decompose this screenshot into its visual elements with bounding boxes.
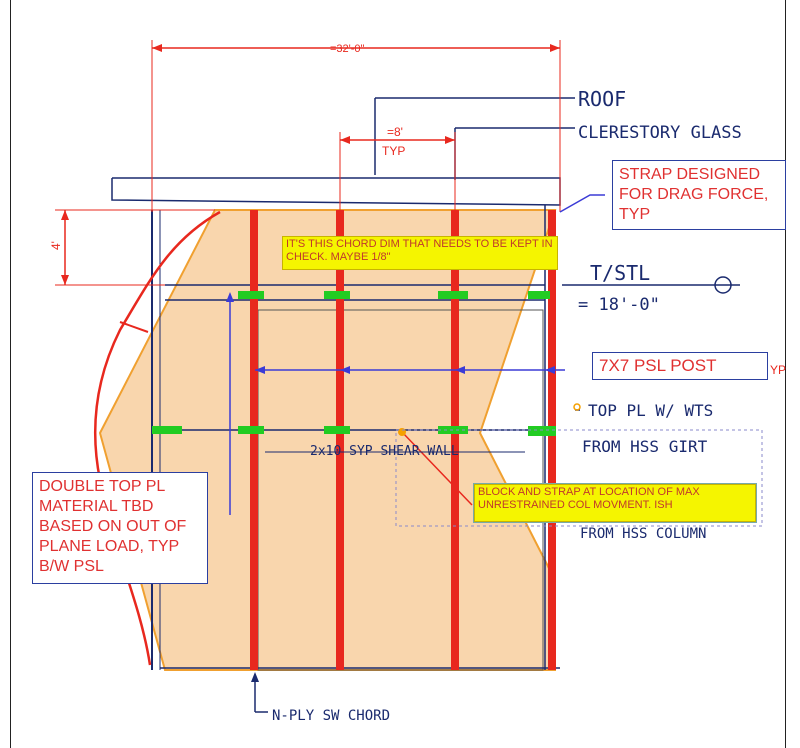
label-from-hss-column: FROM HSS COLUMN — [580, 526, 706, 542]
note-chord-dim[interactable]: IT'S THIS CHORD DIM THAT NEEDS TO BE KEP… — [282, 236, 558, 270]
note-psl-post-text: 7X7 PSL POST — [599, 356, 717, 375]
label-post-tag: YP — [770, 363, 786, 377]
label-shear-wall: 2x10 SYP SHEAR WALL — [310, 444, 459, 459]
dim-spacing-sub: TYP — [382, 144, 405, 158]
dim-spacing-text: =8' — [387, 125, 403, 139]
label-from-hss-girt: FROM HSS GIRT — [582, 437, 708, 456]
label-tsl-elev: = 18'-0" — [578, 295, 660, 315]
note-block-strap[interactable]: BLOCK AND STRAP AT LOCATION OF MAX UNRES… — [473, 483, 757, 523]
psl-post[interactable] — [548, 210, 556, 670]
label-clerestory: CLERESTORY GLASS — [578, 123, 742, 143]
label-roof: ROOF — [578, 87, 626, 111]
note-double-top-pl-text: DOUBLE TOP PL MATERIAL TBD BASED ON OUT … — [39, 478, 187, 575]
note-double-top-pl[interactable]: DOUBLE TOP PL MATERIAL TBD BASED ON OUT … — [32, 472, 208, 584]
page-border-left — [10, 0, 11, 748]
note-block-strap-text: BLOCK AND STRAP AT LOCATION OF MAX UNRES… — [478, 486, 700, 511]
drag-load-diagram[interactable] — [98, 209, 557, 671]
dim-overall-text: =32'-0" — [330, 43, 365, 55]
note-psl-post[interactable]: 7X7 PSL POST — [592, 352, 768, 380]
label-top-pl: TOP PL W/ WTS — [588, 401, 713, 420]
psl-post[interactable] — [451, 210, 459, 670]
dim-height-text: 4' — [49, 241, 63, 250]
label-n-ply: N-PLY SW CHORD — [272, 708, 390, 724]
psl-post[interactable] — [250, 210, 258, 670]
blocking-row-upper — [238, 291, 550, 299]
page-border-right — [785, 0, 786, 748]
note-chord-dim-text: IT'S THIS CHORD DIM THAT NEEDS TO BE KEP… — [286, 238, 553, 263]
psl-post[interactable] — [336, 210, 344, 670]
label-tsl: T/STL — [590, 261, 650, 285]
note-strap-drag-text: STRAP DESIGNED FOR DRAG FORCE, TYP — [619, 166, 769, 223]
roof-outline — [111, 177, 561, 206]
note-strap-drag[interactable]: STRAP DESIGNED FOR DRAG FORCE, TYP — [612, 160, 786, 230]
